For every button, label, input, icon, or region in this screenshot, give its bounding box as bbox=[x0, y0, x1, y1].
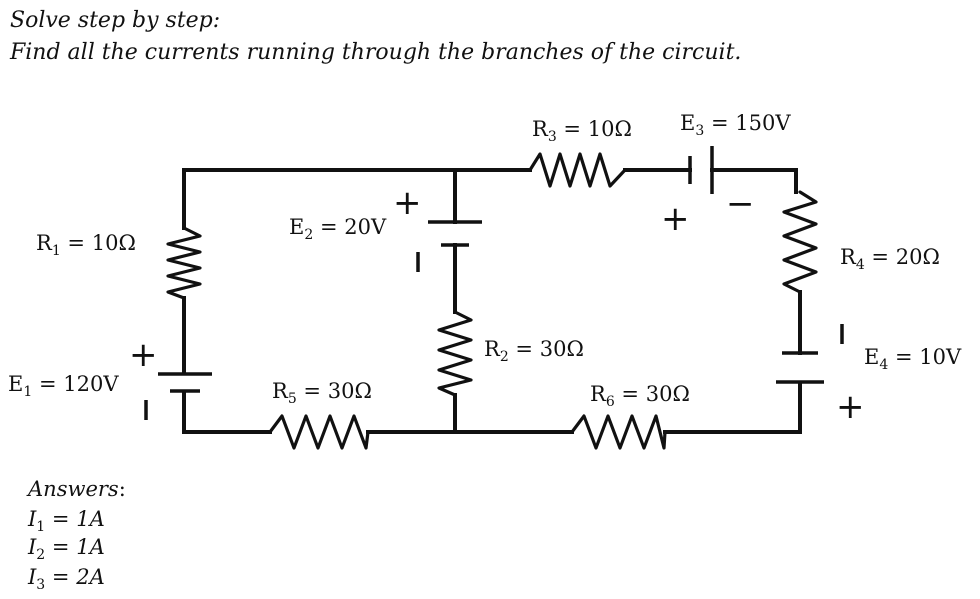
circuit-wires bbox=[182, 168, 802, 434]
e4-plus-sign: + bbox=[836, 387, 865, 427]
label-r4: R4 = 20Ω bbox=[840, 245, 940, 273]
label-e4: E4 = 10V bbox=[864, 345, 962, 373]
battery-e4-symbol bbox=[776, 351, 824, 384]
resistor-r6-symbol bbox=[570, 414, 667, 450]
battery-e2-symbol bbox=[428, 220, 482, 247]
answer-i2: I2 = 1A bbox=[27, 535, 105, 563]
label-e3: E3 = 150V bbox=[680, 111, 791, 139]
resistor-r3-symbol bbox=[528, 152, 627, 188]
label-r2: R2 = 30Ω bbox=[484, 337, 584, 365]
e2-plus-sign: + bbox=[393, 183, 422, 223]
e3-minus-sign: − bbox=[726, 184, 755, 224]
label-r6: R6 = 30Ω bbox=[590, 382, 690, 410]
e3-plus-sign: + bbox=[661, 199, 690, 239]
wire-top-right bbox=[710, 168, 798, 194]
label-r3: R3 = 10Ω bbox=[532, 117, 632, 145]
label-e2: E2 = 20V bbox=[289, 215, 387, 243]
label-e1: E1 = 120V bbox=[8, 372, 119, 400]
problem-instruction: Solve step by step: bbox=[10, 8, 221, 33]
answers-title: Answers: bbox=[26, 477, 126, 501]
battery-e1-symbol bbox=[158, 372, 212, 393]
resistor-r4-symbol bbox=[782, 190, 818, 294]
e1-plus-sign: + bbox=[129, 335, 158, 375]
resistor-r1-symbol bbox=[166, 226, 202, 300]
wire-bottom-right bbox=[663, 382, 802, 434]
battery-e3-symbol bbox=[688, 146, 714, 194]
answers-block: Answers: I1 = 1A I2 = 1A I3 = 2A bbox=[26, 477, 126, 593]
resistor-r2-symbol bbox=[437, 310, 473, 397]
label-r1: R1 = 10Ω bbox=[36, 231, 136, 259]
label-r5: R5 = 30Ω bbox=[272, 379, 372, 407]
problem-question: Find all the currents running through th… bbox=[10, 40, 742, 65]
answer-i1: I1 = 1A bbox=[27, 507, 105, 535]
wire-left-bottom bbox=[182, 390, 272, 434]
answer-i3: I3 = 2A bbox=[27, 565, 105, 593]
resistor-r5-symbol bbox=[268, 414, 370, 450]
